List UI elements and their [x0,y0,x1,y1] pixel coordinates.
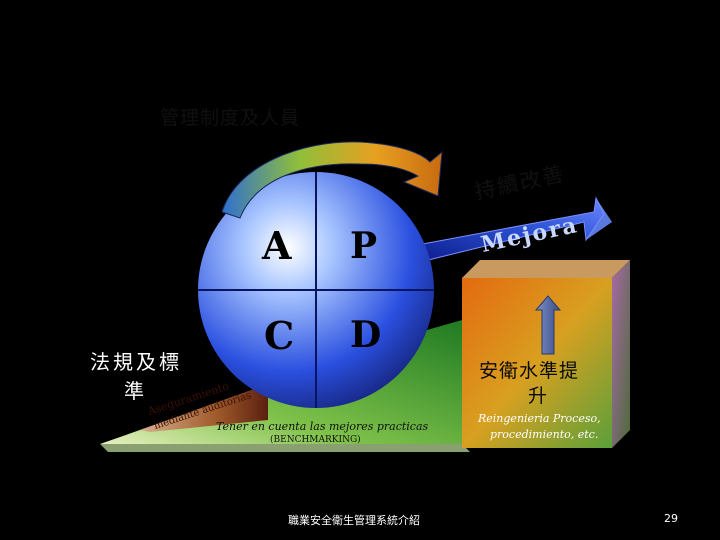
footer-title: 職業安全衛生管理系統介紹 [288,514,420,527]
regulations-label-line1: 法規及標 [90,350,182,374]
safety-level-line1: 安衛水準提 [479,360,580,382]
management-label: 管理制度及人員 [160,107,301,129]
cycle-quadrant-a: A [262,223,292,268]
cycle-quadrant-c: C [264,313,295,358]
cycle-quadrant-p: P [350,225,378,267]
ramp-text-line1: Tener en cuenta las mejores practicas [216,420,429,433]
up-arrow-icon [534,295,562,355]
ramp-text-line2: (BENCHMARKING) [270,435,361,445]
cycle-quadrant-d: D [350,314,382,356]
audit-wedge [140,384,268,432]
improvement-arrow [411,196,612,263]
safety-level-line2: 升 [528,385,548,407]
pdca-ball [198,172,434,408]
box-text-line2: procedimiento, etc. [490,428,599,441]
regulations-label-line2: 準 [124,379,144,403]
level-box [462,260,630,448]
cycle-rotation-arrow [221,141,443,219]
box-text-line1: Reingenieria Proceso, [478,412,601,425]
page-number: 29 [664,512,678,525]
